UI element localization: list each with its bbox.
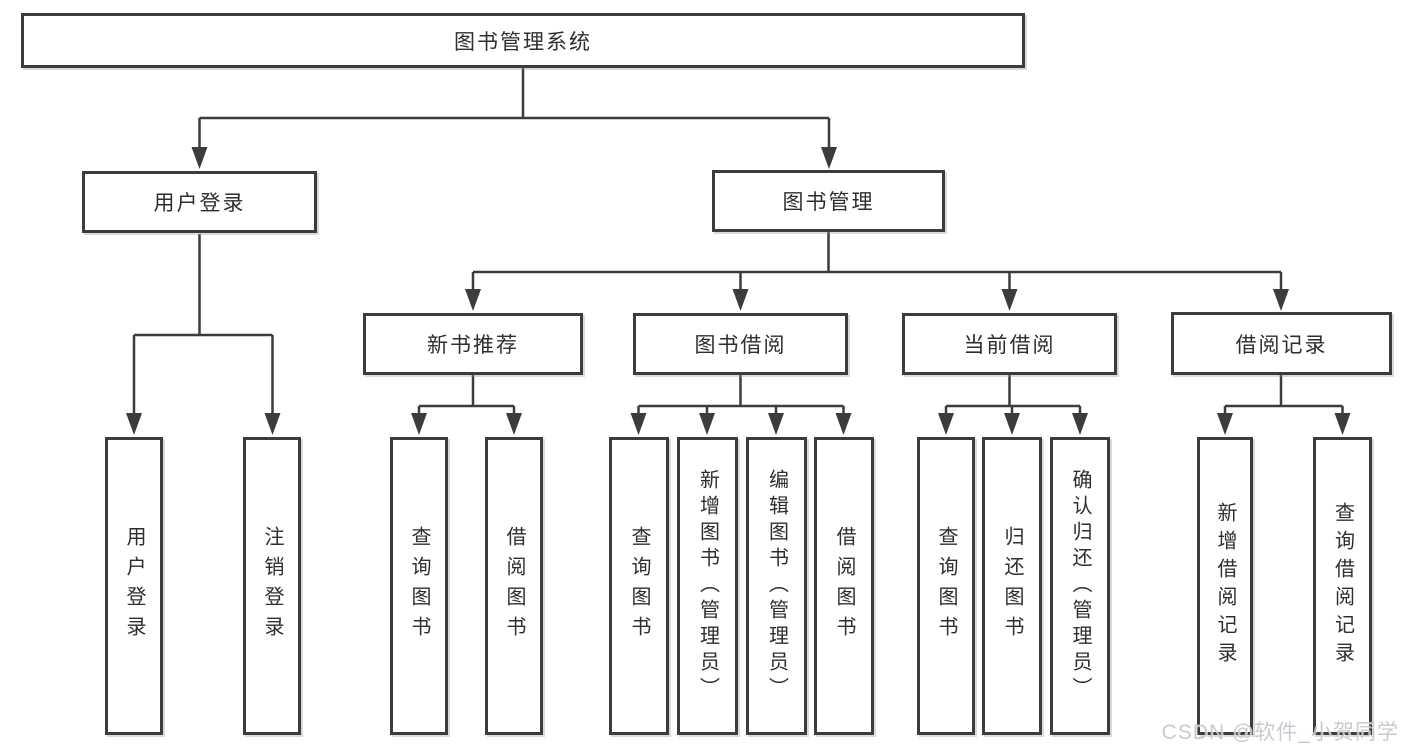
node-borrowing-records: 借阅记录 (1171, 312, 1392, 375)
connector-book-management-children (465, 232, 1289, 311)
leaf-query-borrow-record: 查询借阅记录 (1313, 437, 1372, 735)
leaf-logout-login: 注销登录 (243, 437, 301, 735)
csdn-watermark: CSDN @软件_小贺同学 (1161, 721, 1399, 744)
connector-current-borrowing-children (938, 375, 1088, 435)
leaf-confirm-return-admin: 确认归还（管理员） (1050, 437, 1110, 735)
leaf-query-books-borrowing: 查询图书 (609, 437, 669, 735)
leaf-add-borrow-record: 新增借阅记录 (1197, 437, 1253, 735)
leaf-borrow-books-borrowing: 借阅图书 (814, 437, 874, 735)
node-book-management: 图书管理 (712, 170, 945, 232)
node-user-login: 用户登录 (82, 171, 317, 233)
node-current-borrowing: 当前借阅 (902, 313, 1117, 375)
leaf-return-books: 归还图书 (982, 437, 1042, 735)
leaf-borrow-books-recommend: 借阅图书 (485, 437, 543, 735)
connector-borrowing-records-children (1217, 375, 1351, 435)
leaf-query-books-current: 查询图书 (917, 437, 975, 735)
leaf-user-login: 用户登录 (105, 437, 163, 735)
leaf-query-books-recommend: 查询图书 (390, 437, 448, 735)
connector-user-login-children (126, 234, 281, 435)
connector-new-book-recommendation-children (411, 375, 522, 435)
node-library-management-system: 图书管理系统 (21, 13, 1025, 68)
leaf-add-books-admin: 新增图书（管理员） (677, 437, 738, 735)
connector-root-to-level2 (191, 68, 837, 169)
connector-book-borrowing-children (630, 375, 852, 435)
node-book-borrowing: 图书借阅 (633, 313, 848, 375)
leaf-edit-books-admin: 编辑图书（管理员） (746, 437, 807, 735)
node-new-book-recommendation: 新书推荐 (363, 313, 583, 375)
